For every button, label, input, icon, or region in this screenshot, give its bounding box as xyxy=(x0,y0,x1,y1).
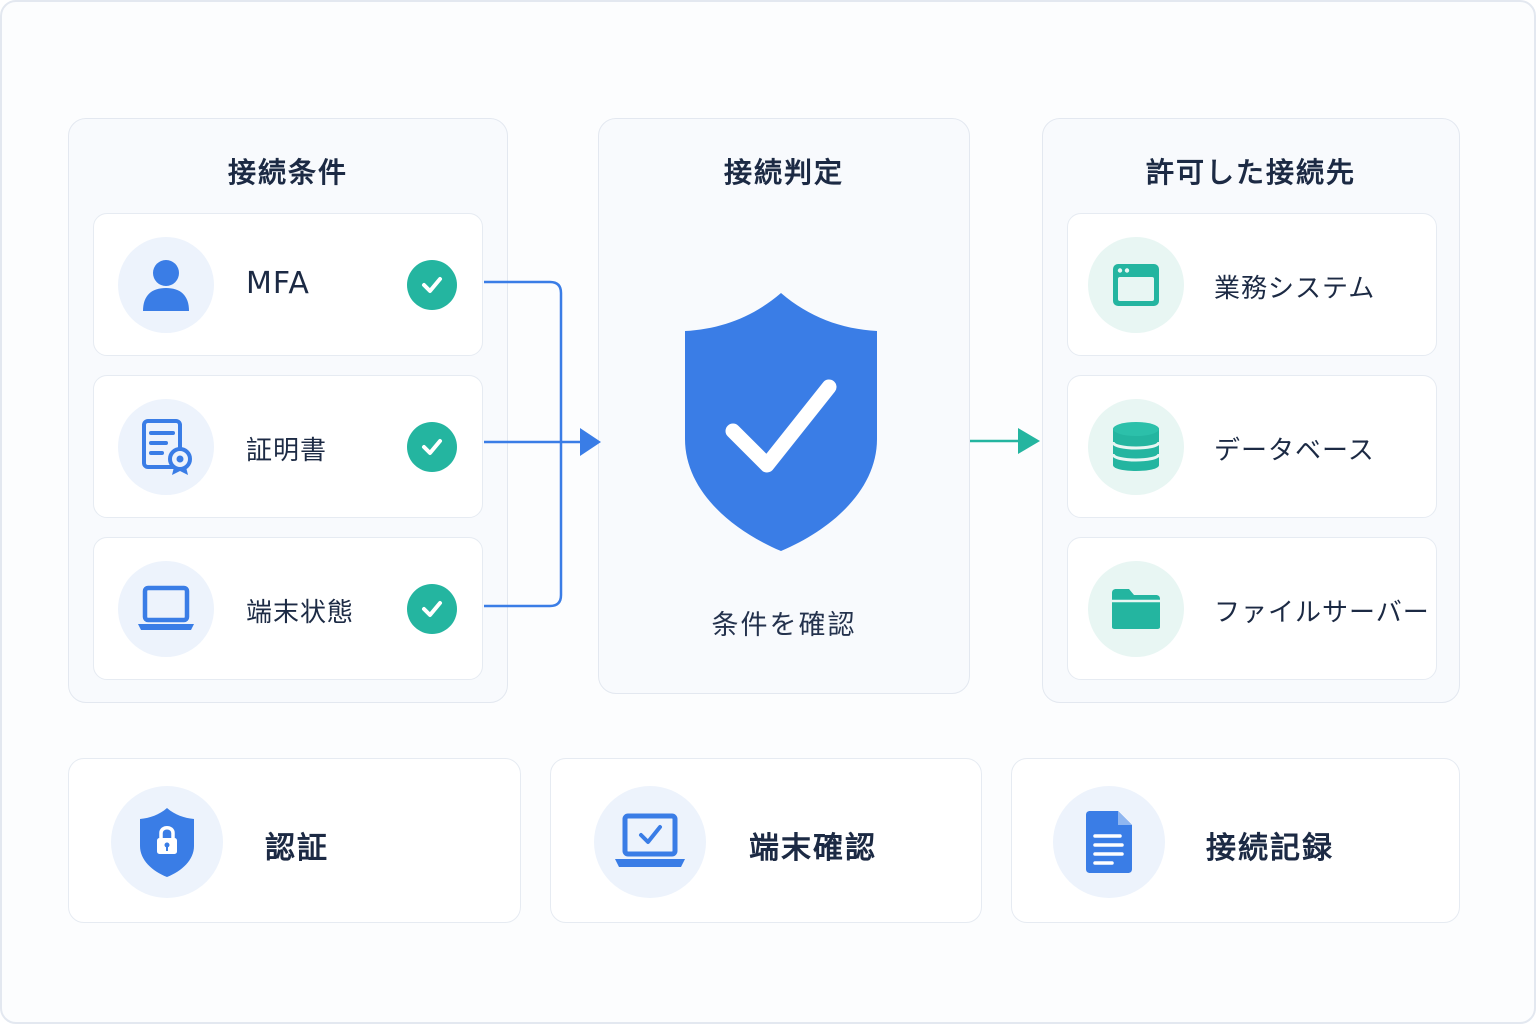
condition-card-mfa: MFA xyxy=(93,213,483,356)
footer-label: 端末確認 xyxy=(749,831,877,866)
laptop-check-icon xyxy=(594,786,706,898)
shield-check-icon xyxy=(681,291,881,553)
footer-card-auth: 認証 xyxy=(68,758,521,923)
decision-panel: 接続判定 条件を確認 xyxy=(598,118,970,694)
destination-card-database: データベース xyxy=(1067,375,1437,518)
check-icon xyxy=(407,584,457,634)
destination-card-file-server: ファイルサーバー xyxy=(1067,537,1437,680)
certificate-icon xyxy=(118,399,214,495)
check-icon xyxy=(407,422,457,472)
destination-label: ファイルサーバー xyxy=(1214,598,1430,628)
footer-label: 接続記録 xyxy=(1206,831,1334,866)
condition-label: MFA xyxy=(246,266,310,301)
user-icon xyxy=(118,237,214,333)
app-window-icon xyxy=(1088,237,1184,333)
destination-card-business-system: 業務システム xyxy=(1067,213,1437,356)
decision-caption: 条件を確認 xyxy=(711,610,857,641)
conditions-title: 接続条件 xyxy=(227,156,348,189)
conditions-panel: 接続条件 MFA 証明書 xyxy=(68,118,508,703)
footer-label: 認証 xyxy=(265,831,329,866)
check-icon xyxy=(407,260,457,310)
shield-lock-icon xyxy=(111,786,223,898)
footer-card-connection-log: 接続記録 xyxy=(1011,758,1460,923)
condition-card-certificate: 証明書 xyxy=(93,375,483,518)
destinations-title: 許可した接続先 xyxy=(1145,156,1356,189)
footer-card-device-check: 端末確認 xyxy=(550,758,982,923)
destinations-panel: 許可した接続先 業務システム データベース xyxy=(1042,118,1460,703)
folder-icon xyxy=(1088,561,1184,657)
condition-label: 端末状態 xyxy=(246,598,355,628)
condition-label: 証明書 xyxy=(246,436,328,466)
decision-title: 接続判定 xyxy=(723,156,844,189)
destination-label: 業務システム xyxy=(1214,274,1376,304)
condition-card-device-state: 端末状態 xyxy=(93,537,483,680)
laptop-icon xyxy=(118,561,214,657)
destination-label: データベース xyxy=(1214,436,1375,466)
database-icon xyxy=(1088,399,1184,495)
document-icon xyxy=(1053,786,1165,898)
